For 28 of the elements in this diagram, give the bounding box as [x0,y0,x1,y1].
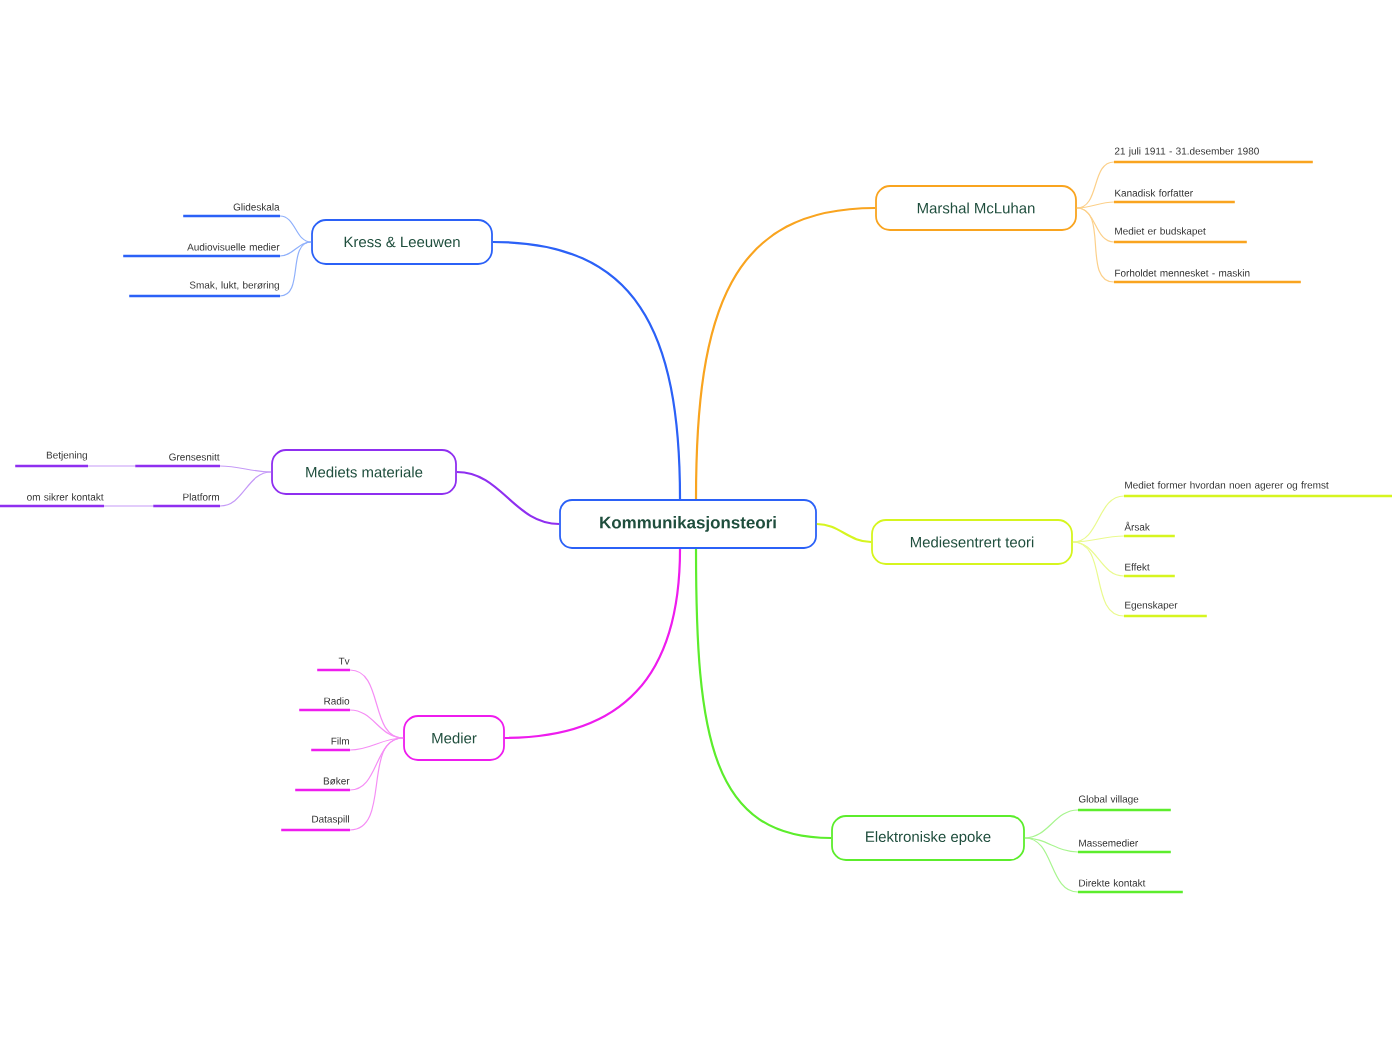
connector [1024,809,1079,839]
connector [103,505,154,507]
connector [1024,837,1079,893]
connector [1076,201,1115,209]
connector [349,709,404,739]
connector [492,240,682,500]
connector [279,241,312,297]
connector [1072,495,1125,543]
connector [1076,161,1115,209]
connector [1072,541,1125,577]
connector [349,737,404,831]
connector [1076,207,1115,243]
connector [219,465,272,473]
connector [694,206,876,500]
connector [1024,837,1079,853]
connector [504,548,682,740]
connector [816,522,872,544]
connector [1076,207,1115,283]
connector [219,471,272,507]
connector [456,470,560,526]
connector [1072,541,1125,617]
connector [279,241,312,257]
topic-box: Kommunikasjonsteori [559,499,817,549]
connector [279,215,312,243]
connector [349,669,404,739]
connector [87,465,136,467]
connector [1072,535,1125,543]
connector [694,548,832,840]
